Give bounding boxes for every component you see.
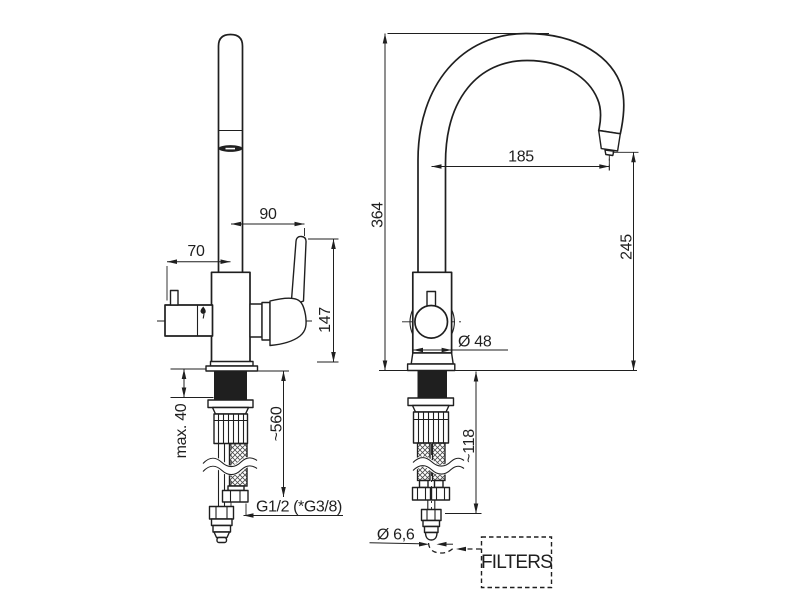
dim-label-hose-length: ~560 xyxy=(269,406,286,441)
filter-valve-body xyxy=(164,304,214,337)
side-body xyxy=(406,271,456,372)
front-view: 70 90 147 max. 40 ~560 xyxy=(157,33,343,544)
side-base-stack xyxy=(407,370,455,444)
dim-label-spout-reach: 185 xyxy=(508,149,534,166)
side-gooseneck-spout xyxy=(417,32,625,274)
lever-arm xyxy=(290,235,307,303)
front-hoses xyxy=(199,442,260,544)
front-body xyxy=(164,271,251,363)
dim-label-pipe-diameter: Ø 6,6 xyxy=(377,527,415,544)
dim-label-valve-offset: 70 xyxy=(187,243,205,260)
dim-label-total-height: 364 xyxy=(370,202,387,228)
dim-label-body-diameter: Ø 48 xyxy=(458,334,492,351)
dim-label-handle-reach: 90 xyxy=(259,206,277,223)
dim-label-deck-thickness: max. 40 xyxy=(173,403,190,458)
front-dimensions: 70 90 147 max. 40 ~560 xyxy=(166,206,343,518)
side-view: FILTERS 364 185 245 Ø 48 xyxy=(369,32,639,589)
outlet-tip xyxy=(424,531,438,541)
mounting-nut-side xyxy=(412,411,450,444)
side-dimensions: 364 185 245 Ø 48 ~118 xyxy=(369,33,639,547)
front-lever-handle xyxy=(249,235,307,347)
front-base-stack xyxy=(205,360,259,445)
drop-mark xyxy=(200,306,206,314)
lever-cap xyxy=(269,297,307,347)
front-spout-tube xyxy=(217,33,244,272)
diverter-knob xyxy=(414,304,449,339)
dashed-hose-continuation xyxy=(427,542,454,554)
filters-arrow xyxy=(456,546,466,552)
filters-box: FILTERS xyxy=(456,536,553,589)
threaded-shank-side xyxy=(417,370,447,398)
dim-label-thread: G1/2 (*G3/8) xyxy=(256,499,342,516)
side-hoses xyxy=(409,442,467,554)
dim-label-under-counter: ~118 xyxy=(461,429,478,463)
dim-label-outlet-height: 245 xyxy=(619,234,636,260)
pipe-nut xyxy=(208,505,235,520)
filters-label: FILTERS xyxy=(481,552,552,573)
dim-label-handle-height: 147 xyxy=(317,307,334,333)
spout-nozzle xyxy=(598,129,621,152)
filter-valve-knob xyxy=(169,289,179,306)
aerator-tip xyxy=(604,149,615,157)
threaded-shank xyxy=(214,371,247,400)
g12-nut xyxy=(221,489,249,503)
